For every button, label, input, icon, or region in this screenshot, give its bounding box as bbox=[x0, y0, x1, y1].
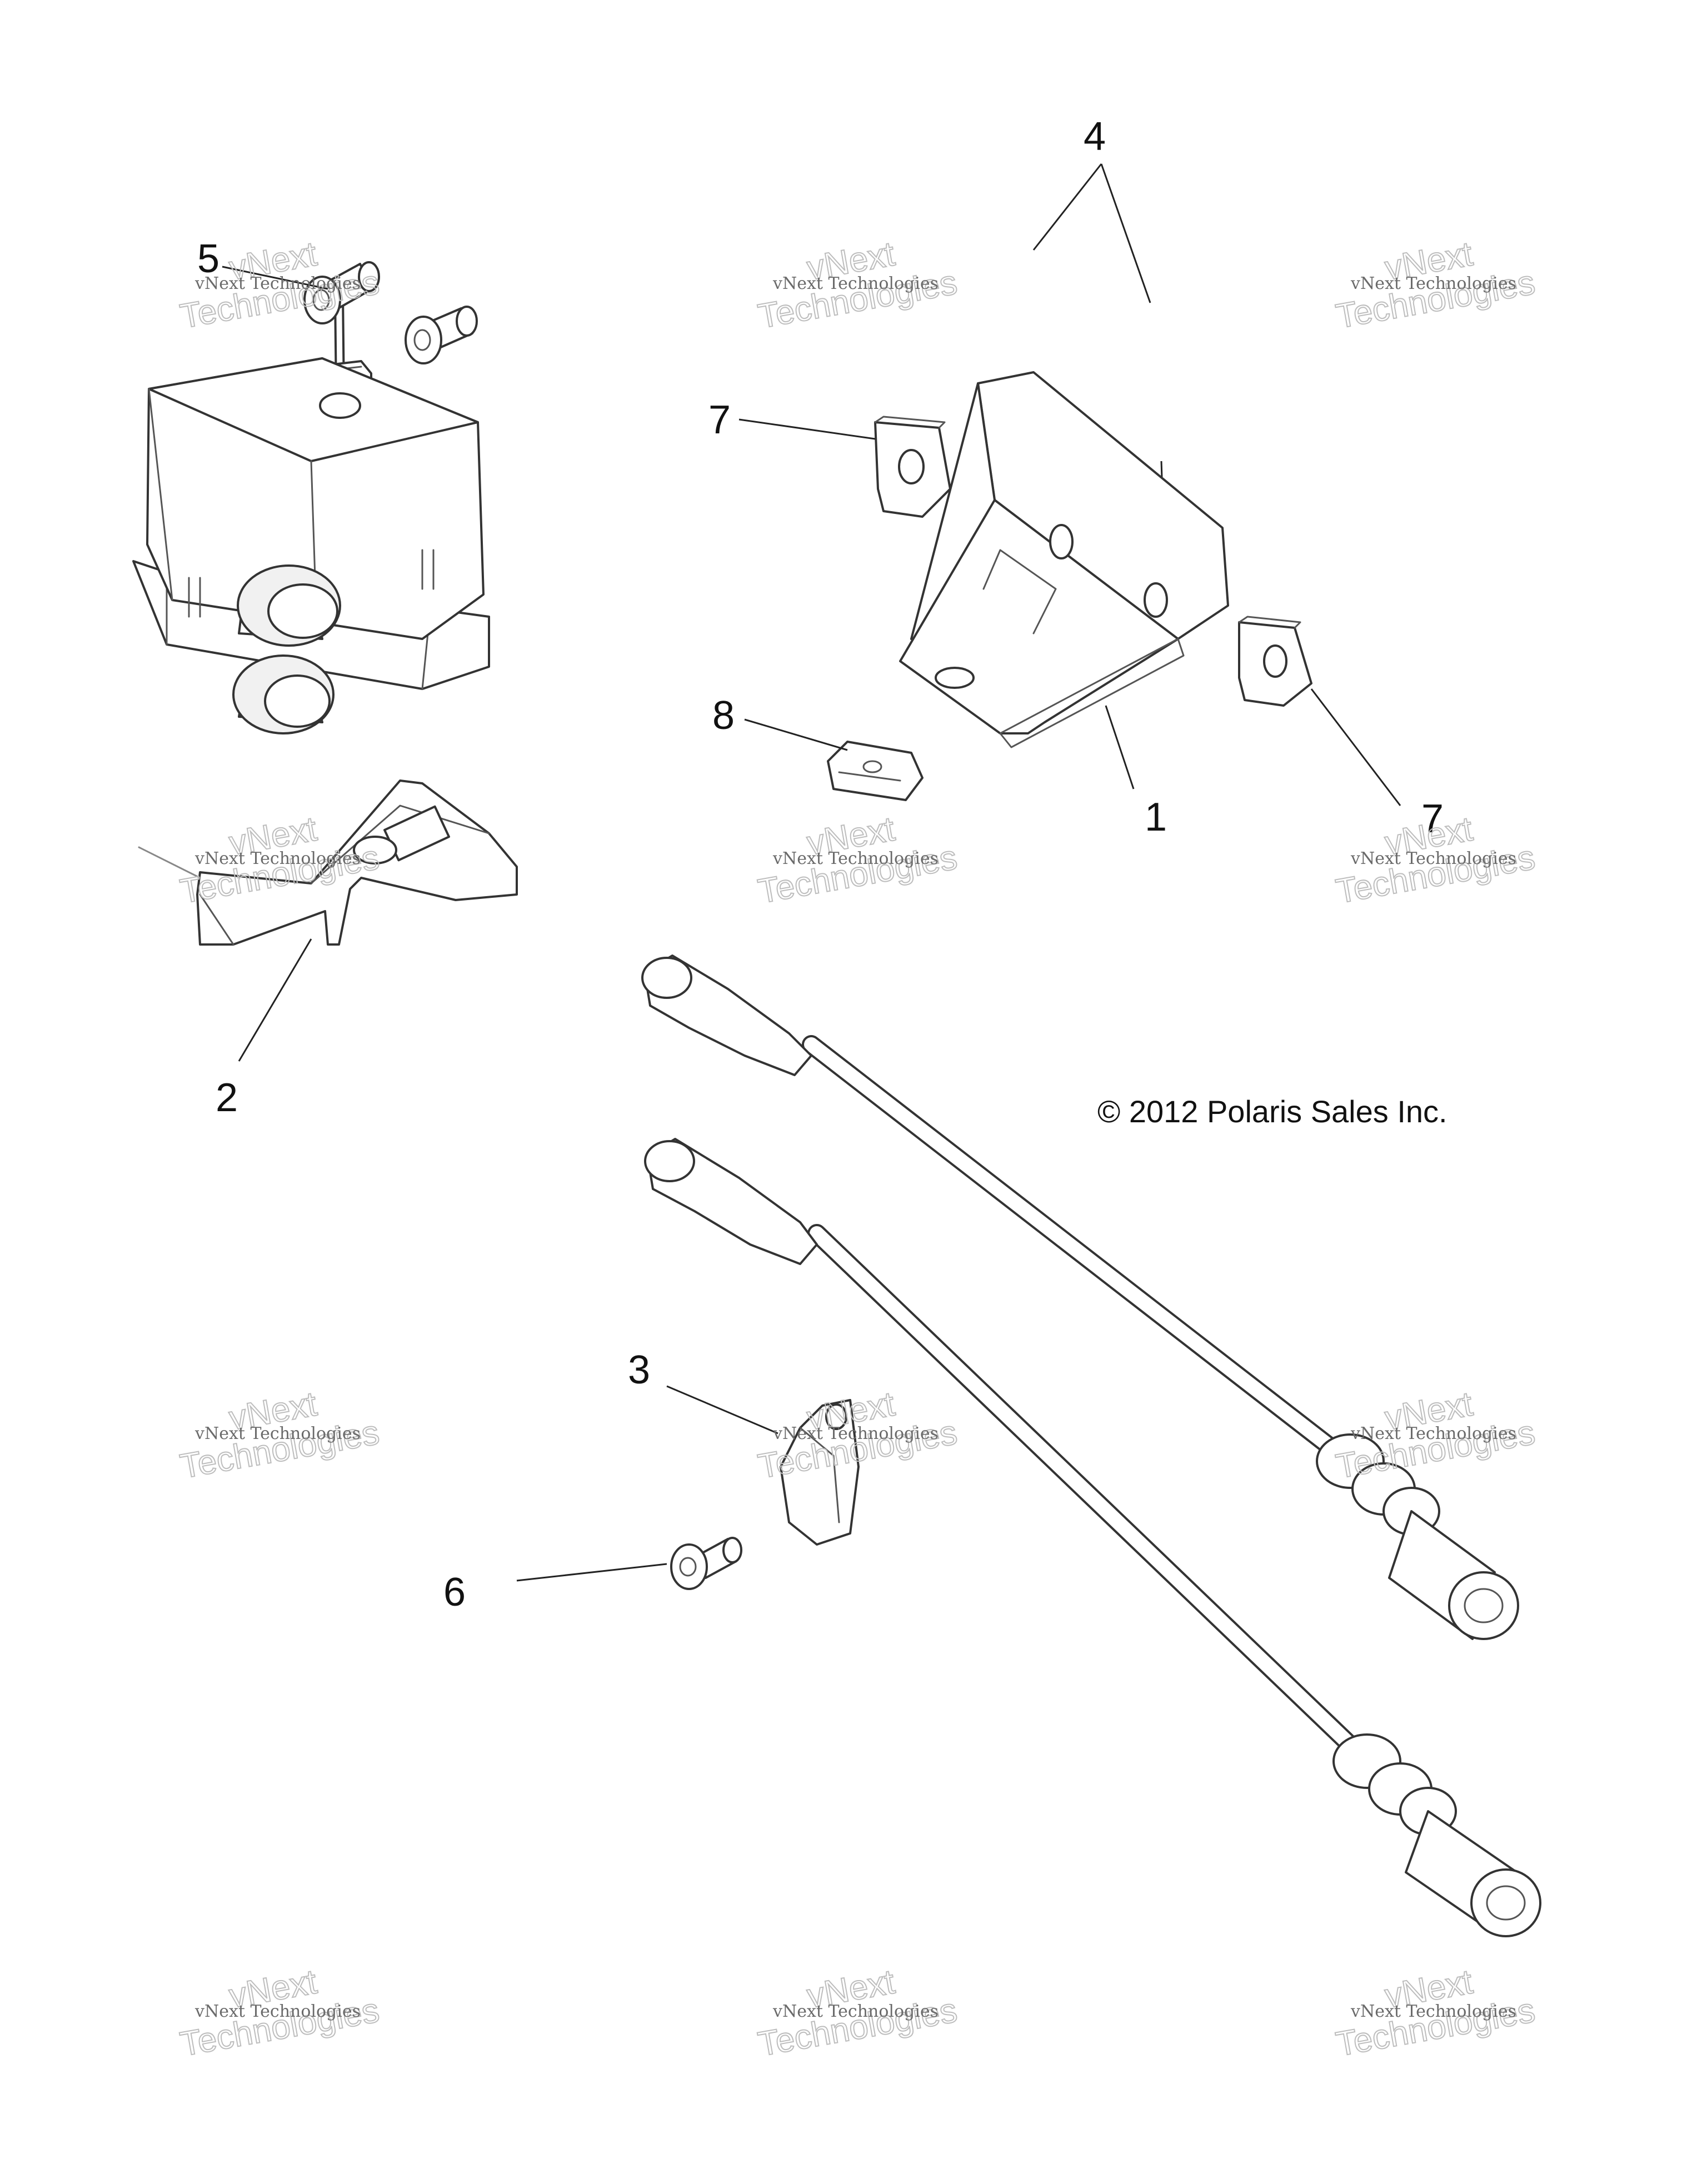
copyright-notice: © 2012 Polaris Sales Inc. bbox=[1097, 1094, 1448, 1129]
part-1-bracket bbox=[899, 371, 1229, 748]
watermark: vNext Technologies vNext Technologies bbox=[755, 234, 960, 337]
watermark: vNext Technologies vNext Technologies bbox=[1332, 234, 1538, 337]
callout-2: 2 bbox=[216, 1076, 238, 1120]
callouts: 1 2 3 4 5 6 7 7 8 bbox=[197, 114, 1444, 1615]
callout-7-upper: 7 bbox=[708, 398, 731, 442]
svg-text:vNext Technologies: vNext Technologies bbox=[1350, 1424, 1516, 1443]
svg-text:vNext Technologies: vNext Technologies bbox=[1350, 849, 1516, 868]
callout-1: 1 bbox=[1145, 795, 1167, 839]
watermark: vNext Technologies vNext Technologies bbox=[755, 1962, 960, 2065]
watermark: vNext Technologies vNext Technologies bbox=[755, 809, 960, 912]
spark-plug-lead-lower bbox=[644, 1138, 1541, 1937]
part-4-screw-b bbox=[405, 306, 478, 364]
svg-text:vNext Technologies: vNext Technologies bbox=[194, 1424, 361, 1443]
watermark: vNext Technologies vNext Technologies bbox=[177, 1962, 382, 2065]
svg-text:vNext Technologies: vNext Technologies bbox=[1350, 2002, 1516, 2021]
spark-plug-lead-upper bbox=[641, 954, 1519, 1640]
callout-6: 6 bbox=[443, 1570, 466, 1615]
watermark: vNext Technologies vNext Technologies bbox=[177, 809, 382, 912]
watermark: vNext Technologies vNext Technologies bbox=[1332, 809, 1538, 912]
part-8-clip-nut bbox=[827, 741, 924, 801]
part-3-p-clamp bbox=[780, 1399, 860, 1546]
watermark: vNext Technologies vNext Technologies bbox=[1332, 1385, 1538, 1487]
watermark: vNext Technologies vNext Technologies bbox=[1332, 1962, 1538, 2065]
callout-4: 4 bbox=[1084, 114, 1106, 159]
part-7-speed-nut-a bbox=[874, 416, 951, 518]
part-6-screw bbox=[670, 1537, 742, 1590]
svg-text:vNext Technologies: vNext Technologies bbox=[772, 2002, 939, 2021]
part-7-speed-nut-b bbox=[1238, 616, 1312, 707]
watermark: vNext Technologies vNext Technologies bbox=[177, 1385, 382, 1487]
svg-text:vNext Technologies: vNext Technologies bbox=[772, 849, 939, 868]
callout-5: 5 bbox=[197, 237, 219, 281]
callout-8: 8 bbox=[712, 693, 735, 738]
svg-text:vNext Technologies: vNext Technologies bbox=[194, 2002, 361, 2021]
part-2-holder bbox=[138, 779, 518, 946]
callout-7-lower: 7 bbox=[1421, 797, 1444, 841]
part-4-screw-a bbox=[303, 261, 380, 324]
svg-text:vNext Technologies: vNext Technologies bbox=[194, 849, 361, 868]
watermark: vNext Technologies vNext Technologies bbox=[755, 1385, 960, 1487]
ignition-coil bbox=[132, 357, 490, 734]
svg-text:vNext Technologies: vNext Technologies bbox=[772, 274, 939, 293]
leader-lines bbox=[222, 163, 1401, 1582]
svg-text:vNext Technologies: vNext Technologies bbox=[772, 1424, 939, 1443]
svg-text:vNext Technologies: vNext Technologies bbox=[1350, 274, 1516, 293]
svg-text:vNext Technologies: vNext Technologies bbox=[194, 274, 361, 293]
callout-3: 3 bbox=[628, 1348, 650, 1392]
